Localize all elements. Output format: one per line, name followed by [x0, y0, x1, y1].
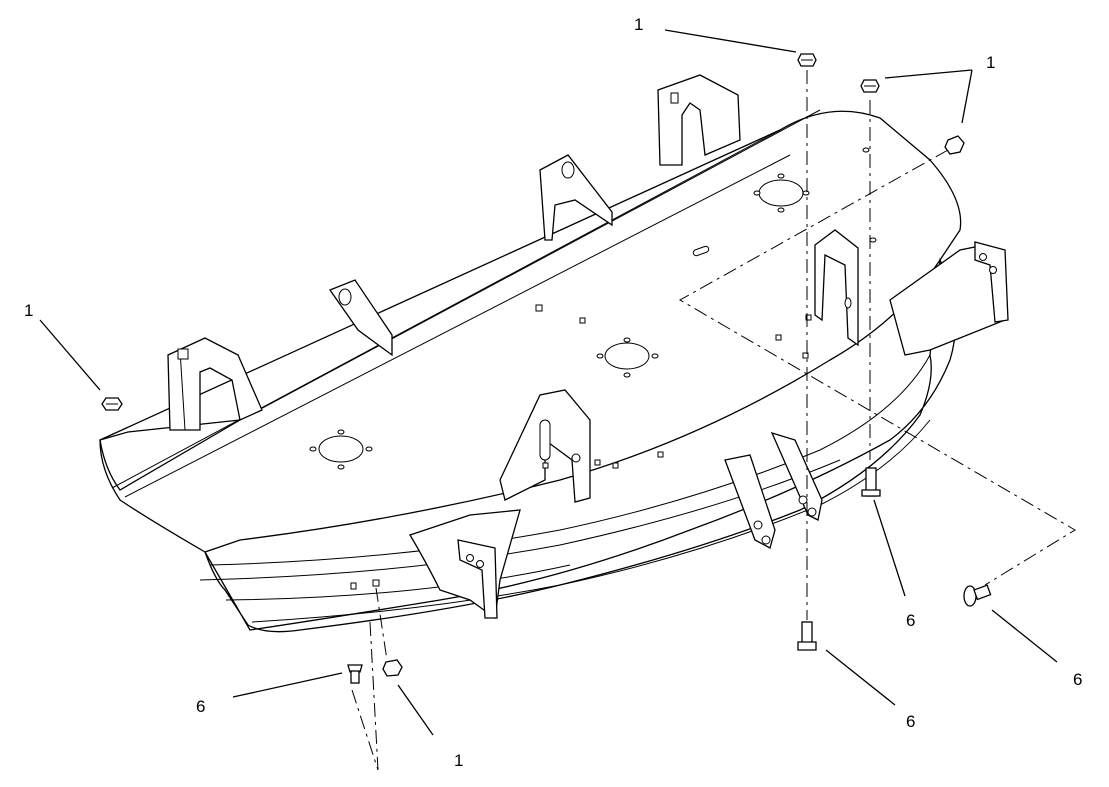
spindle-mount-holes [309, 147, 877, 590]
carriage-bolts [347, 467, 992, 684]
callout-label: 1 [24, 301, 34, 320]
carriage-bolt-icon [347, 664, 363, 684]
callout-label: 6 [906, 712, 916, 731]
carriage-bolt-icon [797, 621, 817, 651]
leader-lines [39, 29, 1058, 736]
carriage-bolt-icon [963, 584, 992, 607]
flange-nut-icon [860, 79, 880, 93]
side-brackets [409, 229, 1009, 620]
assembly-centerlines [351, 70, 1076, 771]
rear-brackets [167, 74, 741, 431]
flange-nut-icon [944, 135, 965, 155]
flange-nuts [101, 53, 965, 677]
flange-nut-icon [797, 53, 817, 67]
callout-label: 6 [196, 697, 206, 716]
callout-label: 6 [1073, 670, 1083, 689]
flange-nut-icon [101, 397, 123, 411]
mower-deck-shell [99, 109, 962, 633]
callout-label: 6 [906, 611, 916, 630]
carriage-bolt-icon [861, 467, 881, 497]
callout-label: 1 [986, 53, 996, 72]
callout-label: 1 [634, 15, 644, 34]
flange-nut-icon [382, 659, 403, 677]
callout-label: 1 [454, 751, 464, 770]
